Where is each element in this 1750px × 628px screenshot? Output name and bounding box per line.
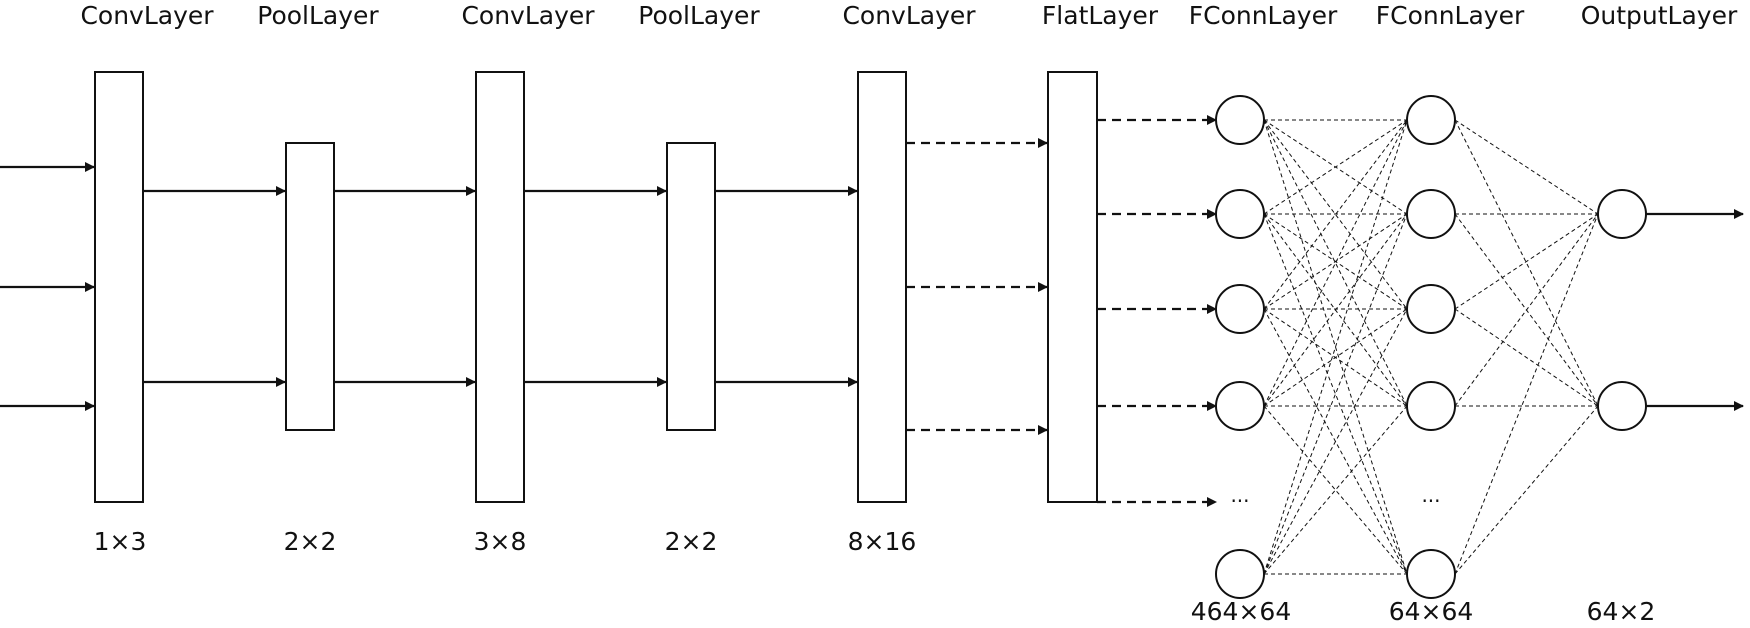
output-edge (1454, 308, 1599, 407)
neuron (1215, 549, 1265, 599)
fc-edge (1263, 119, 1408, 310)
layer-title-pool-1: PoolLayer (257, 1, 379, 30)
fc-edge (1263, 119, 1408, 215)
fc-edge (1263, 405, 1408, 575)
neuron (1597, 381, 1647, 431)
fully-connected-edges (1263, 119, 1599, 575)
layer-title-fconn-2: FConnLayer (1376, 1, 1525, 30)
neuron (1406, 189, 1456, 239)
output-edge (1454, 213, 1599, 310)
layer-size-conv-3: 8×16 (848, 527, 917, 556)
neuron (1406, 381, 1456, 431)
fc-edge (1263, 213, 1408, 310)
layer-size-conv-2: 3×8 (474, 527, 527, 556)
layer-size-fconn-1: 464×64 (1191, 597, 1291, 626)
neuron (1215, 189, 1265, 239)
fc-edge (1263, 308, 1408, 407)
fconn-layer-1-nodes (1215, 95, 1265, 599)
layer-size-fconn-2: 64×64 (1389, 597, 1474, 626)
pool-layer-2-box (666, 142, 716, 431)
layer-title-conv-2: ConvLayer (461, 1, 595, 30)
neuron (1406, 95, 1456, 145)
fc-edge (1263, 213, 1408, 575)
fc-edge (1263, 119, 1408, 407)
layer-title-fconn-1: FConnLayer (1189, 1, 1338, 30)
layer-title-output: OutputLayer (1581, 1, 1738, 30)
layer-title-pool-2: PoolLayer (638, 1, 760, 30)
layer-title-conv-1: ConvLayer (80, 1, 214, 30)
fc-edge (1263, 119, 1408, 407)
layer-size-pool-2: 2×2 (665, 527, 718, 556)
dashed-arrows (906, 115, 1217, 507)
fc-edge (1263, 213, 1408, 407)
neuron (1215, 284, 1265, 334)
conv-layer-1-box (94, 71, 144, 503)
output-layer-nodes (1597, 189, 1647, 431)
neuron (1597, 189, 1647, 239)
ellipsis-fconn-1: ... (1230, 483, 1249, 507)
neuron (1215, 95, 1265, 145)
fconn-layer-2-nodes (1406, 95, 1456, 599)
layer-size-output: 64×2 (1587, 597, 1656, 626)
fc-edge (1263, 405, 1408, 575)
flat-layer-box (1047, 71, 1098, 503)
layer-size-conv-1: 1×3 (94, 527, 147, 556)
conv-layer-3-box (857, 71, 907, 503)
output-edge (1454, 119, 1599, 407)
neuron (1215, 381, 1265, 431)
output-edge (1454, 213, 1599, 575)
fc-edge (1263, 119, 1408, 310)
pool-layer-1-box (285, 142, 335, 431)
neuron (1406, 284, 1456, 334)
neuron (1406, 549, 1456, 599)
fc-edge (1263, 119, 1408, 575)
layer-title-conv-3: ConvLayer (842, 1, 976, 30)
fc-edge (1263, 308, 1408, 575)
solid-arrows (0, 162, 1744, 411)
ellipsis-fconn-2: ... (1421, 483, 1440, 507)
output-edge (1454, 213, 1599, 407)
output-edge (1454, 405, 1599, 575)
fc-edge (1263, 213, 1408, 575)
fc-edge (1263, 119, 1408, 575)
layer-title-flat: FlatLayer (1042, 1, 1159, 30)
conv-layer-2-box (475, 71, 525, 503)
output-edge (1454, 119, 1599, 215)
layer-size-pool-1: 2×2 (284, 527, 337, 556)
